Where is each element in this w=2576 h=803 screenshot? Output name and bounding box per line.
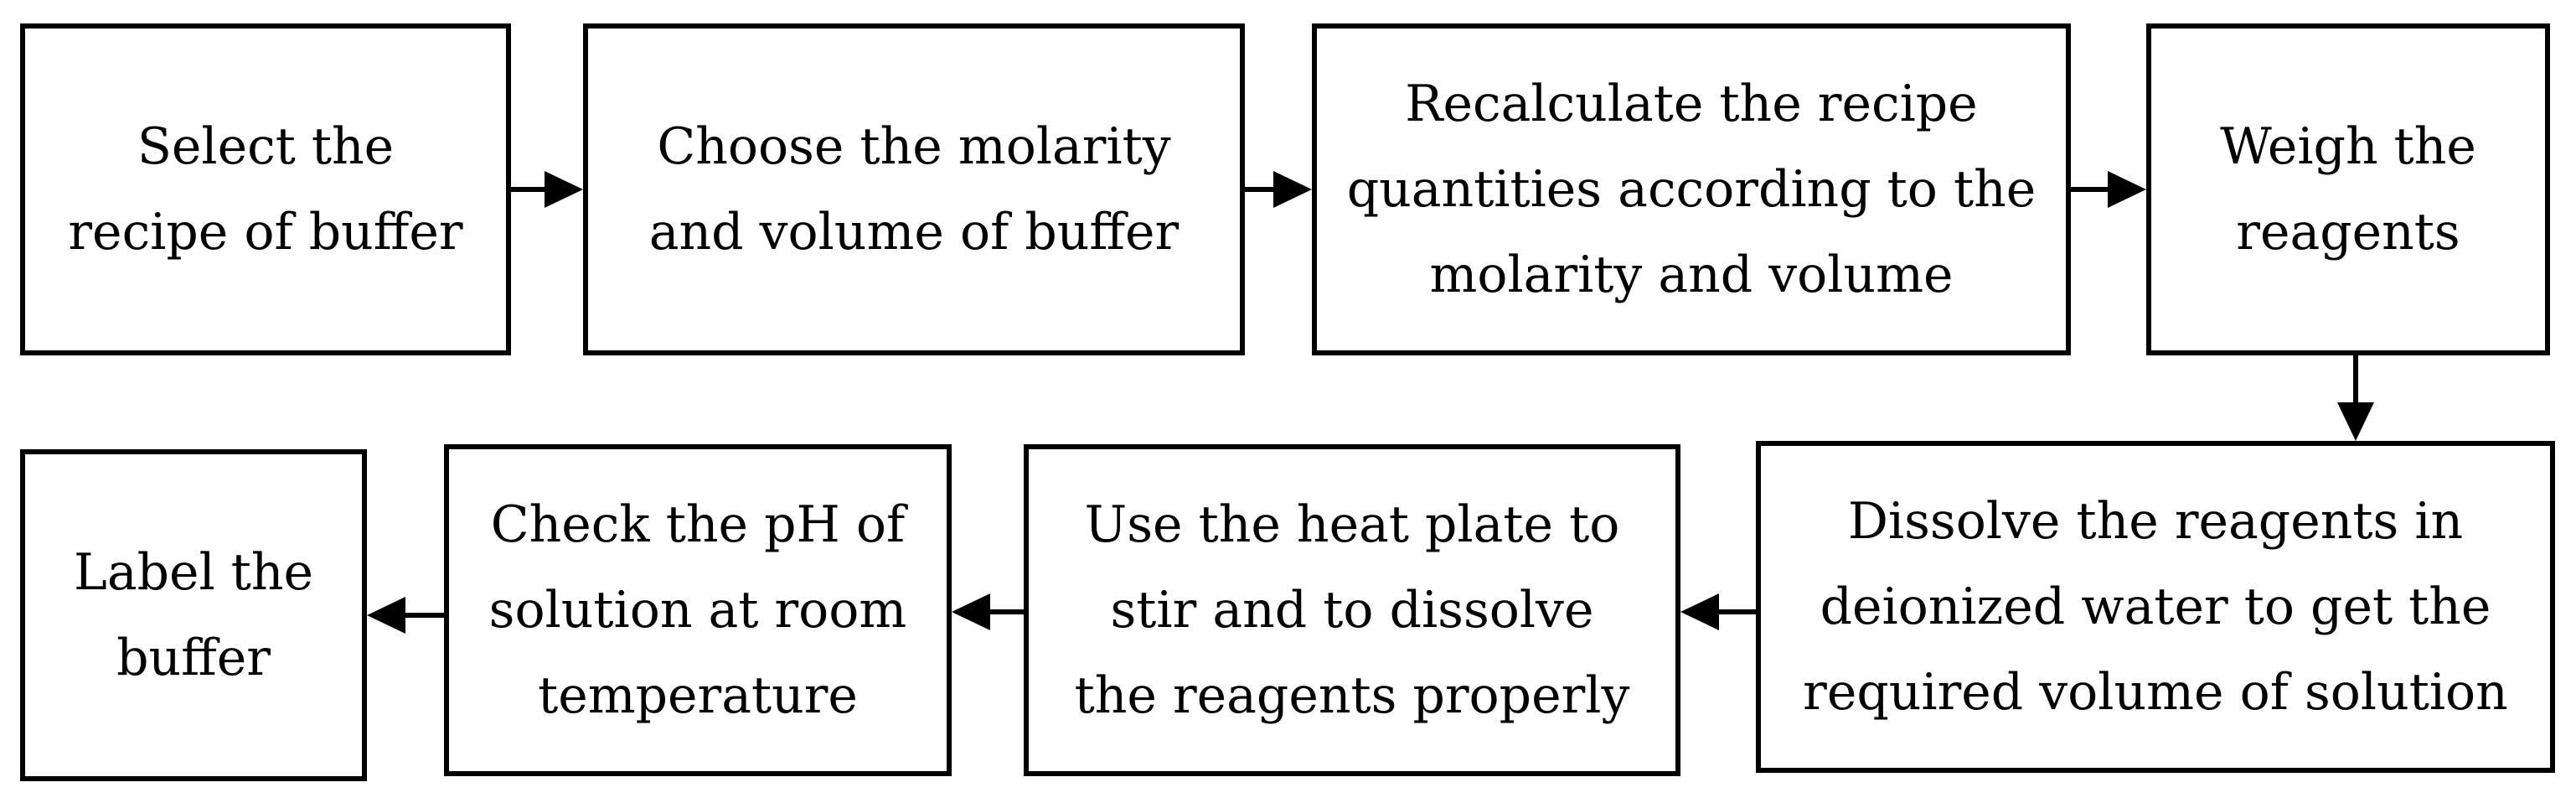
arrow-recalculate-to-weigh [2071, 171, 2146, 208]
step-recalculate: Recalculate the recipe quantities accord… [1312, 23, 2071, 355]
step-heat-plate-label: Use the heat plate to stir and to dissol… [1074, 495, 1630, 725]
step-choose-molarity-label: Choose the molarity and volume of buffer [648, 117, 1180, 262]
arrow-heat-plate-to-check-ph [952, 593, 1024, 630]
arrow-dissolve-to-heat-plate [1680, 593, 1756, 630]
step-check-ph-label: Check the pH of solution at room tempera… [488, 495, 907, 725]
step-dissolve-label: Dissolve the reagents in deionized water… [1803, 492, 2508, 722]
step-label-buffer-label: Label the buffer [73, 543, 314, 687]
arrow-weigh-to-dissolve [2337, 355, 2374, 441]
step-select-recipe-label: Select the recipe of buffer [68, 117, 463, 262]
step-weigh-label: Weigh the reagents [2220, 117, 2476, 262]
step-choose-molarity: Choose the molarity and volume of buffer [583, 23, 1245, 355]
step-heat-plate: Use the heat plate to stir and to dissol… [1024, 444, 1680, 776]
step-weigh: Weigh the reagents [2146, 23, 2550, 355]
step-label-buffer: Label the buffer [20, 449, 367, 781]
step-select-recipe: Select the recipe of buffer [20, 23, 511, 355]
step-check-ph: Check the pH of solution at room tempera… [444, 444, 952, 776]
arrow-choose-to-recalculate [1245, 171, 1312, 208]
step-dissolve: Dissolve the reagents in deionized water… [1756, 441, 2555, 773]
arrow-check-ph-to-label [367, 597, 444, 634]
step-recalculate-label: Recalculate the recipe quantities accord… [1346, 75, 2037, 304]
arrow-select-to-choose [511, 171, 583, 208]
